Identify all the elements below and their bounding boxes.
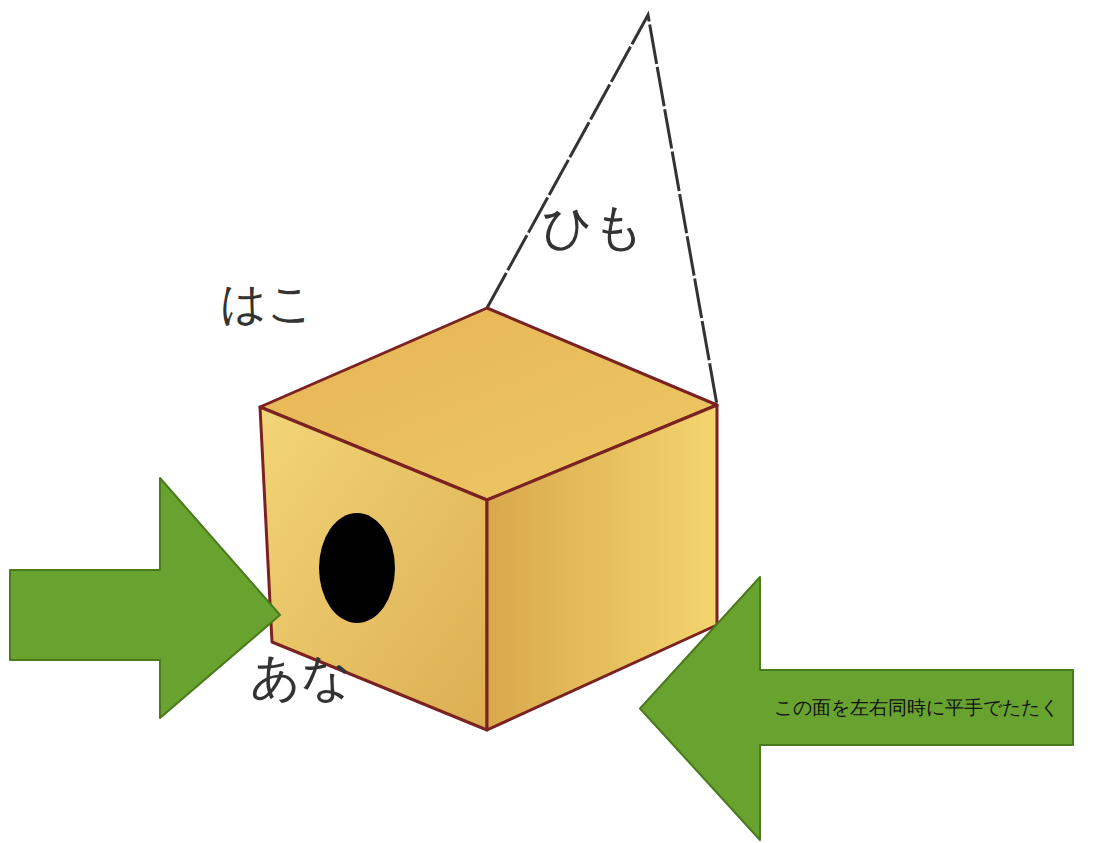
arrow-callout: この面を左右同時に平手でたたく [640,577,1073,840]
sound-hole [319,513,395,623]
right-arrow [640,577,1073,840]
left-arrow [10,478,280,718]
part-label: ひも [542,200,644,255]
instruction-text: この面を左右同時に平手でたたく [764,670,1069,745]
part-label: あな [250,650,352,705]
part-label: はこ [220,278,314,329]
